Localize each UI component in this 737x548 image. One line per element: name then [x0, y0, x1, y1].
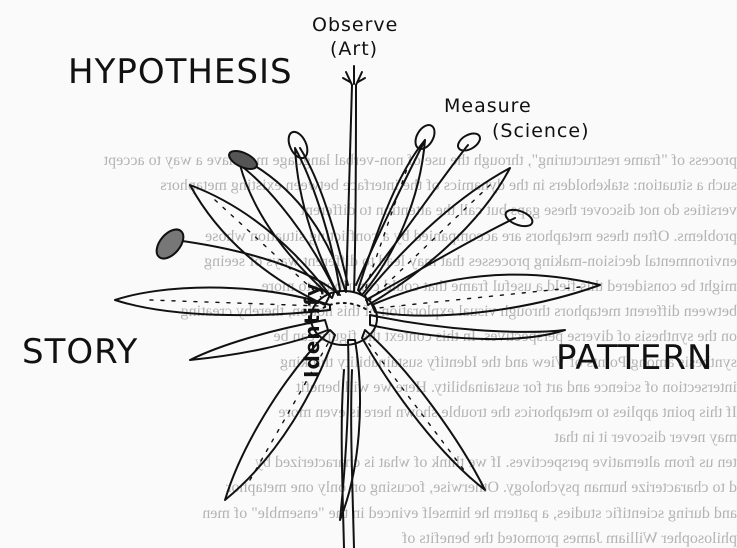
hypothesis-label: HYPOTHESIS — [68, 52, 293, 92]
stamen-anther — [151, 225, 188, 264]
stamen-filament — [360, 145, 468, 290]
stamen-anther — [412, 122, 439, 153]
petal — [370, 315, 565, 339]
measure-sub-label: (Science) — [492, 120, 589, 142]
pattern-label: PATTERN — [556, 338, 713, 378]
stamen-anther — [226, 147, 259, 172]
flower-stem — [342, 370, 344, 548]
petal — [362, 330, 485, 490]
stamen-anther — [285, 129, 311, 161]
stamen-filament — [366, 218, 515, 300]
observe-label: Observe — [312, 14, 398, 36]
pistil — [346, 85, 352, 292]
petal — [240, 165, 335, 298]
observe-sub-label: (Art) — [330, 38, 378, 60]
stamen-filament — [356, 140, 425, 285]
stamen-anther — [455, 130, 483, 154]
story-label: STORY — [22, 332, 138, 372]
petal — [340, 340, 360, 520]
identify-label: Identify — [300, 282, 324, 378]
measure-label: Measure — [444, 95, 532, 117]
stamen-anther — [503, 207, 534, 230]
